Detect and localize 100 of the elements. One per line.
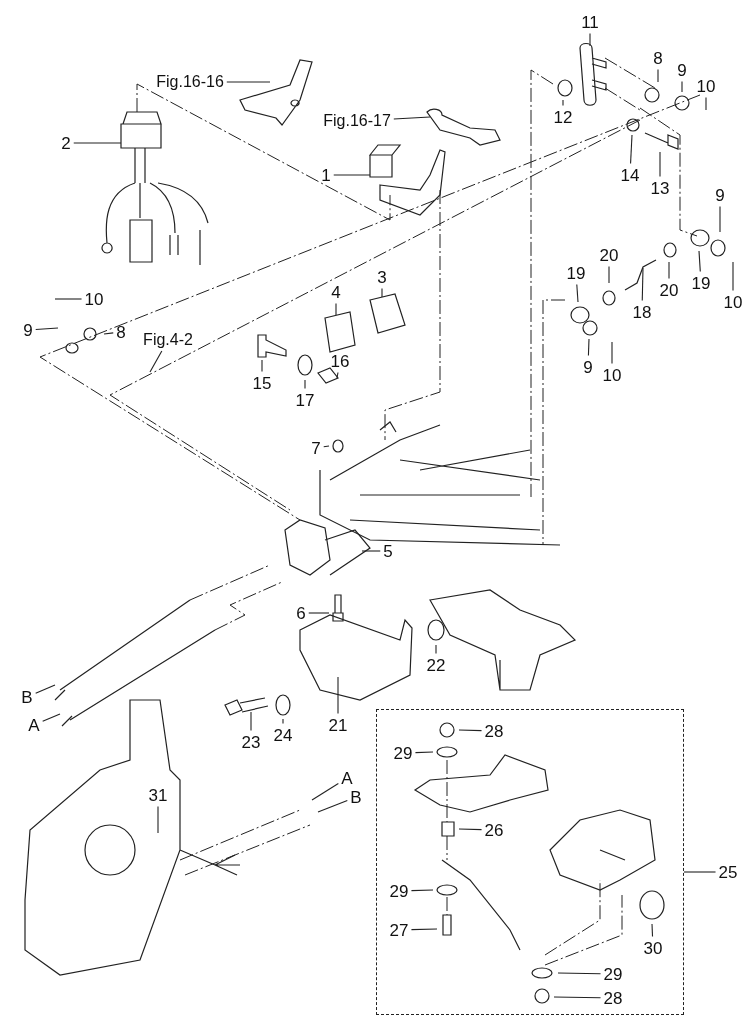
leader-line xyxy=(719,205,721,233)
callout-number: 15 xyxy=(252,374,272,392)
callout-number: 31 xyxy=(148,786,168,804)
leader-line xyxy=(157,805,159,834)
leader-line xyxy=(414,751,434,754)
leader-line xyxy=(337,676,339,715)
leader-line xyxy=(308,612,330,614)
leader-line xyxy=(261,359,263,373)
leader-line xyxy=(282,718,284,725)
callout-number: 8 xyxy=(116,323,126,341)
callout-number: 9 xyxy=(715,186,725,204)
leader-line xyxy=(103,332,114,335)
leader-line xyxy=(705,96,707,111)
leader-line xyxy=(381,287,383,298)
callout-number: 9 xyxy=(677,61,687,79)
cable-end-letter: B xyxy=(21,688,33,706)
leader-line xyxy=(576,283,579,303)
figure-reference: Fig.16-17 xyxy=(323,113,391,129)
leader-line xyxy=(587,338,590,357)
leader-line xyxy=(553,996,602,999)
callout-number: 11 xyxy=(581,13,599,31)
leader-line xyxy=(698,250,701,273)
leader-line xyxy=(657,68,659,83)
callout-number: 12 xyxy=(553,108,573,126)
callout-number: 9 xyxy=(23,321,33,339)
leader-line xyxy=(323,445,330,448)
leader-line xyxy=(630,134,633,165)
callout-number: 10 xyxy=(696,77,716,95)
callout-number: 28 xyxy=(484,722,504,740)
leader-line xyxy=(250,711,252,732)
leader-line xyxy=(73,142,122,144)
leader-line xyxy=(361,550,381,552)
leader-line xyxy=(149,350,163,373)
callout-number: 29 xyxy=(393,744,413,762)
callout-number: 7 xyxy=(311,439,321,457)
callout-number: 29 xyxy=(389,882,409,900)
callout-number: 22 xyxy=(426,656,446,674)
callout-number: 26 xyxy=(484,821,504,839)
callout-number: 24 xyxy=(273,726,293,744)
cable-end-letter: A xyxy=(341,769,353,787)
leader-line xyxy=(732,261,734,292)
leader-line xyxy=(458,828,483,831)
leader-line xyxy=(611,341,613,365)
leader-line xyxy=(336,371,339,379)
leader-line xyxy=(304,379,306,390)
callout-number: 10 xyxy=(602,366,622,384)
callout-number: 13 xyxy=(650,179,670,197)
callout-number: 18 xyxy=(632,303,652,321)
leader-line xyxy=(317,799,348,813)
callout-number: 29 xyxy=(603,965,623,983)
leader-line xyxy=(589,32,591,47)
callout-number: 8 xyxy=(653,49,663,67)
callout-number: 27 xyxy=(389,921,409,939)
leader-line xyxy=(54,298,83,300)
callout-number: 16 xyxy=(330,352,350,370)
callout-number: 20 xyxy=(599,246,619,264)
callout-number: 4 xyxy=(331,283,341,301)
leader-line xyxy=(226,81,271,83)
callout-number: 20 xyxy=(659,281,679,299)
leader-line xyxy=(311,782,339,801)
callout-number: 10 xyxy=(84,290,104,308)
callout-number: 14 xyxy=(620,166,640,184)
callout-number: 19 xyxy=(566,264,586,282)
leader-line xyxy=(410,928,438,931)
figure-reference: Fig.16-16 xyxy=(156,74,224,90)
leader-line xyxy=(35,327,59,331)
callout-number: 28 xyxy=(603,989,623,1007)
leader-line xyxy=(651,923,654,938)
callout-number: 6 xyxy=(296,604,306,622)
figure-reference: Fig.4-2 xyxy=(143,332,193,348)
callout-number: 30 xyxy=(643,939,663,957)
leader-line xyxy=(641,267,644,302)
callout-number: 19 xyxy=(691,274,711,292)
cable-end-letter: A xyxy=(28,716,40,734)
callout-number: 9 xyxy=(583,358,593,376)
callout-number: 21 xyxy=(328,716,348,734)
leader-line xyxy=(458,729,483,732)
leader-line xyxy=(335,302,337,316)
leader-line xyxy=(608,265,610,284)
leader-line xyxy=(683,871,717,873)
callout-number: 2 xyxy=(61,134,71,152)
callout-number: 10 xyxy=(723,293,743,311)
leader-line xyxy=(681,80,683,93)
callout-number: 3 xyxy=(377,268,387,286)
cable-end-letter: B xyxy=(350,788,362,806)
leader-line xyxy=(557,972,602,975)
leader-line xyxy=(435,644,437,655)
leader-line xyxy=(562,99,564,107)
dashed-group-frame xyxy=(376,709,684,1015)
callout-number: 17 xyxy=(295,391,315,409)
callout-number: 25 xyxy=(718,863,738,881)
leader-line xyxy=(42,713,61,722)
leader-line xyxy=(35,684,56,694)
leader-line xyxy=(333,174,371,176)
leader-line xyxy=(659,151,661,178)
leader-line xyxy=(410,889,434,892)
callout-number: 5 xyxy=(383,542,393,560)
leader-line xyxy=(668,261,670,280)
callout-number: 1 xyxy=(321,166,331,184)
callout-number: 23 xyxy=(241,733,261,751)
